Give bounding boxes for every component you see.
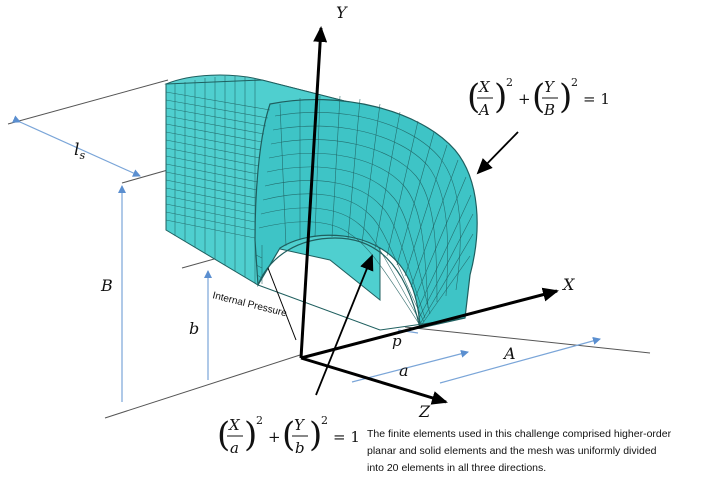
svg-text:+: + — [268, 428, 281, 446]
axis-label-y: Y — [336, 3, 348, 22]
svg-text:A: A — [477, 101, 490, 119]
svg-text:X: X — [478, 78, 491, 96]
z-axis — [300, 356, 448, 405]
y-axis — [299, 26, 328, 359]
equation-inner-ellipse: ( X a ) 2 + ( Y b ) 2 = 1 — [217, 414, 360, 457]
axis-label-z: Z — [418, 402, 431, 421]
svg-text:= 1: = 1 — [583, 90, 610, 108]
equation-outer-ellipse: ( X A ) 2 + ( Y B ) 2 = 1 — [467, 76, 610, 119]
dim-label-p: p — [392, 332, 402, 350]
caption-line: planar and solid elements and the mesh w… — [367, 445, 657, 457]
svg-text:(: ( — [217, 415, 230, 455]
dim-label-A: A — [502, 344, 516, 363]
dim-label-a: a — [399, 361, 409, 380]
svg-text:2: 2 — [571, 76, 578, 89]
figure-caption: The finite elements used in this challen… — [367, 426, 703, 477]
svg-text:= 1: = 1 — [333, 428, 360, 446]
caption-line: The finite elements used in this challen… — [367, 428, 672, 440]
svg-text:): ) — [244, 415, 257, 455]
meshed-solid — [164, 74, 478, 331]
svg-text:Y: Y — [294, 416, 306, 434]
svg-text:(: ( — [532, 77, 545, 117]
svg-text:): ) — [494, 77, 507, 117]
svg-text:(: ( — [282, 415, 295, 455]
pointer-arrows — [267, 131, 519, 396]
svg-text:a: a — [230, 439, 239, 457]
svg-text:2: 2 — [256, 414, 263, 427]
caption-line: into 20 elements in all three directions… — [367, 462, 547, 474]
svg-text:+: + — [518, 90, 531, 108]
svg-text:): ) — [559, 77, 572, 117]
coordinate-axes — [299, 26, 559, 405]
svg-text:2: 2 — [506, 76, 513, 89]
dim-label-b: b — [189, 319, 199, 338]
svg-text:b: b — [295, 439, 305, 457]
dim-label-B: B — [100, 276, 113, 295]
svg-text:(: ( — [467, 77, 480, 117]
dim-label-ls: ls — [74, 140, 85, 162]
axis-label-x: X — [561, 275, 575, 294]
svg-text:): ) — [309, 415, 322, 455]
svg-text:Y: Y — [544, 78, 556, 96]
internal-pressure-label: Internal Pressure — [211, 290, 288, 319]
x-axis — [300, 287, 559, 360]
svg-text:X: X — [228, 416, 241, 434]
svg-text:B: B — [543, 101, 555, 119]
svg-text:2: 2 — [321, 414, 328, 427]
